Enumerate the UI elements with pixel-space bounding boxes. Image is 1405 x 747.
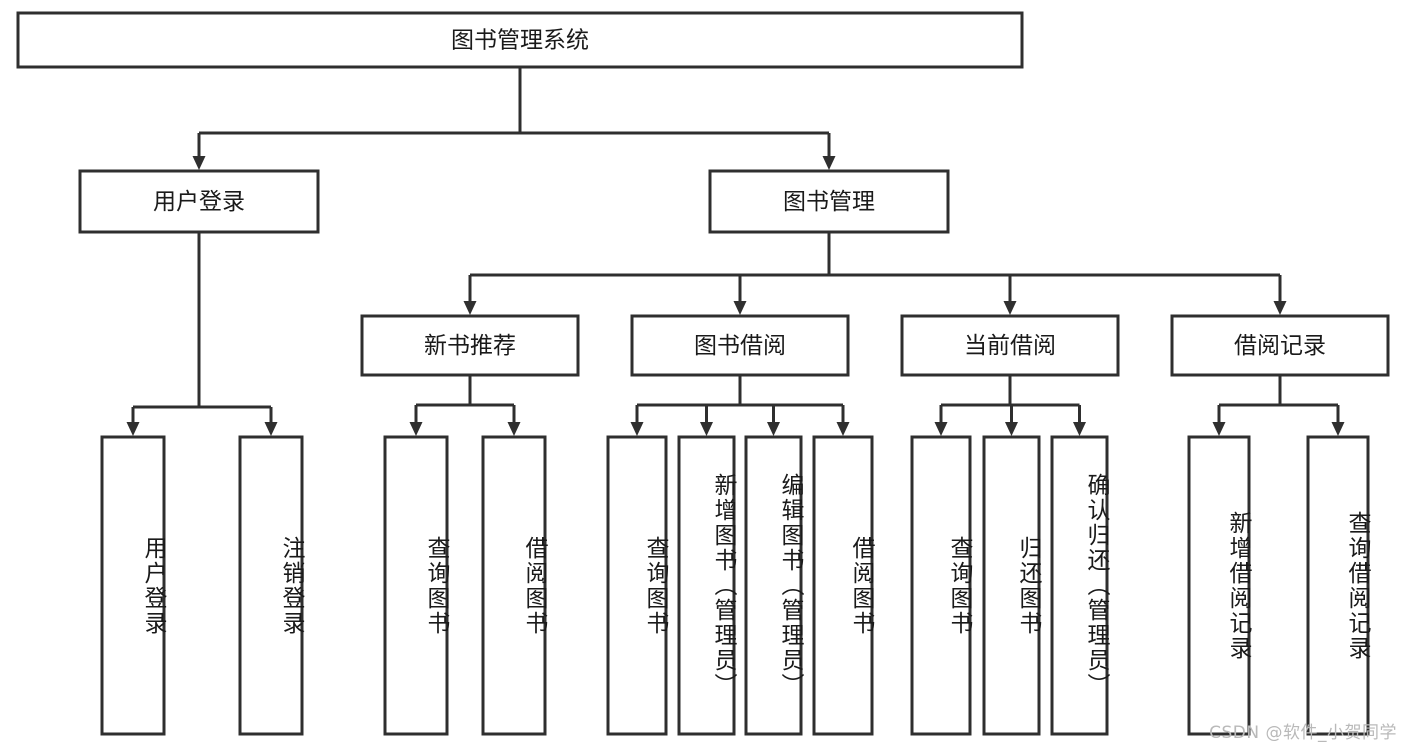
arrow-head-icon <box>934 422 948 436</box>
node-box[interactable] <box>677 435 736 736</box>
node-box-layer <box>16 11 1390 736</box>
node-label: 当前借阅 <box>964 333 1056 359</box>
node-new-book-rec[interactable] <box>360 314 580 377</box>
arrow-head-icon <box>192 156 206 170</box>
node-book-borrow[interactable] <box>630 314 850 377</box>
arrow-head-icon <box>507 422 521 436</box>
node-label: 图书借阅 <box>694 333 786 359</box>
node-leaf-user-login[interactable] <box>100 435 166 736</box>
connector-layer <box>126 67 1345 436</box>
node-borrow-record[interactable] <box>1170 314 1390 377</box>
node-book-manage[interactable] <box>708 169 950 234</box>
node-box[interactable] <box>78 169 320 234</box>
node-leaf-add-book[interactable] <box>677 435 736 736</box>
node-box[interactable] <box>360 314 580 377</box>
node-box[interactable] <box>100 435 166 736</box>
node-root[interactable] <box>16 11 1024 69</box>
node-leaf-borrow-book-rec[interactable] <box>481 435 547 736</box>
node-box[interactable] <box>982 435 1041 736</box>
node-box[interactable] <box>1050 435 1109 736</box>
watermark: CSDN @软件_小贺同学 <box>1209 723 1397 743</box>
node-box[interactable] <box>812 435 874 736</box>
arrow-head-icon <box>822 156 836 170</box>
node-leaf-query-record[interactable] <box>1306 435 1370 736</box>
arrow-head-icon <box>1212 422 1226 436</box>
node-leaf-return-book[interactable] <box>982 435 1041 736</box>
node-box[interactable] <box>708 169 950 234</box>
node-current-borrow[interactable] <box>900 314 1120 377</box>
node-label: 新书推荐 <box>424 333 516 359</box>
arrow-head-icon <box>264 422 278 436</box>
node-box[interactable] <box>744 435 803 736</box>
node-box[interactable] <box>238 435 304 736</box>
arrow-head-icon <box>836 422 850 436</box>
node-label: 用户登录 <box>153 189 245 215</box>
node-leaf-query-book-cur[interactable] <box>910 435 972 736</box>
node-box[interactable] <box>16 11 1024 69</box>
node-leaf-add-record[interactable] <box>1187 435 1251 736</box>
arrow-head-icon <box>1005 422 1018 436</box>
arrow-head-icon <box>1273 301 1287 315</box>
node-box[interactable] <box>900 314 1120 377</box>
node-label: 图书管理 <box>783 189 875 215</box>
node-leaf-borrow-book[interactable] <box>812 435 874 736</box>
arrow-head-icon <box>700 422 713 436</box>
node-box[interactable] <box>481 435 547 736</box>
node-box[interactable] <box>606 435 668 736</box>
node-box[interactable] <box>1170 314 1390 377</box>
arrow-head-icon <box>409 422 423 436</box>
arrow-head-icon <box>1003 301 1017 315</box>
node-box[interactable] <box>383 435 449 736</box>
node-label: 图书管理系统 <box>451 28 589 54</box>
arrow-head-icon <box>1073 422 1086 436</box>
node-box[interactable] <box>1306 435 1370 736</box>
node-leaf-edit-book[interactable] <box>744 435 803 736</box>
arrow-head-icon <box>630 422 644 436</box>
node-user-login[interactable] <box>78 169 320 234</box>
node-label: 借阅记录 <box>1234 333 1326 359</box>
node-leaf-logout[interactable] <box>238 435 304 736</box>
arrow-head-icon <box>463 301 477 315</box>
node-box[interactable] <box>910 435 972 736</box>
arrow-head-icon <box>126 422 140 436</box>
arrow-head-icon <box>1331 422 1345 436</box>
node-box[interactable] <box>1187 435 1251 736</box>
node-leaf-confirm-return[interactable] <box>1050 435 1109 736</box>
node-leaf-query-book-rec[interactable] <box>383 435 449 736</box>
node-leaf-query-book-bor[interactable] <box>606 435 668 736</box>
node-box[interactable] <box>630 314 850 377</box>
arrow-head-icon <box>767 422 780 436</box>
arrow-head-icon <box>733 301 747 315</box>
